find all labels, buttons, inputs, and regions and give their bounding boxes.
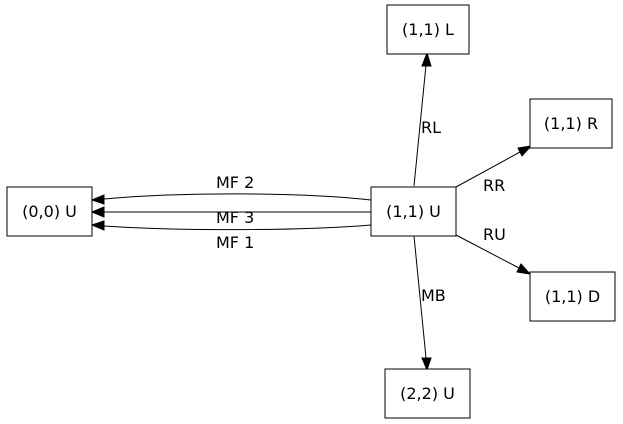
edge-label-mf1: MF 1 (216, 233, 254, 252)
node-label-1-1-u: (1,1) U (386, 202, 441, 221)
edge-mf1: MF 1 (90, 220, 372, 252)
edge-label-mf3: MF 3 (216, 208, 254, 227)
edge-rr: RR (455, 145, 533, 195)
node-0-0-u: (0,0) U (6, 186, 93, 237)
node-label-2-2-u: (2,2) U (400, 384, 455, 403)
edge-label-ru: RU (483, 225, 506, 244)
node-1-1-d: (1,1) D (529, 271, 616, 322)
node-label-1-1-l: (1,1) L (402, 20, 454, 39)
edge-label-mf2: MF 2 (216, 173, 254, 192)
edge-mf2: MF 2 (90, 173, 372, 205)
edge-mf3: MF 3 (90, 206, 371, 227)
node-label-1-1-d: (1,1) D (545, 287, 600, 306)
node-label-0-0-u: (0,0) U (22, 202, 77, 221)
node-label-1-1-r: (1,1) R (544, 114, 598, 133)
node-1-1-l: (1,1) L (386, 4, 470, 55)
edge-label-mb: MB (421, 286, 446, 305)
node-1-1-u: (1,1) U (370, 186, 457, 237)
edge-rl: RL (413, 51, 441, 187)
node-1-1-r: (1,1) R (529, 98, 613, 149)
node-2-2-u: (2,2) U (384, 368, 471, 419)
edge-ru: RU (455, 225, 532, 275)
edge-label-rl: RL (421, 118, 441, 137)
edge-mb: MB (413, 235, 446, 372)
edge-label-rr: RR (483, 176, 505, 195)
